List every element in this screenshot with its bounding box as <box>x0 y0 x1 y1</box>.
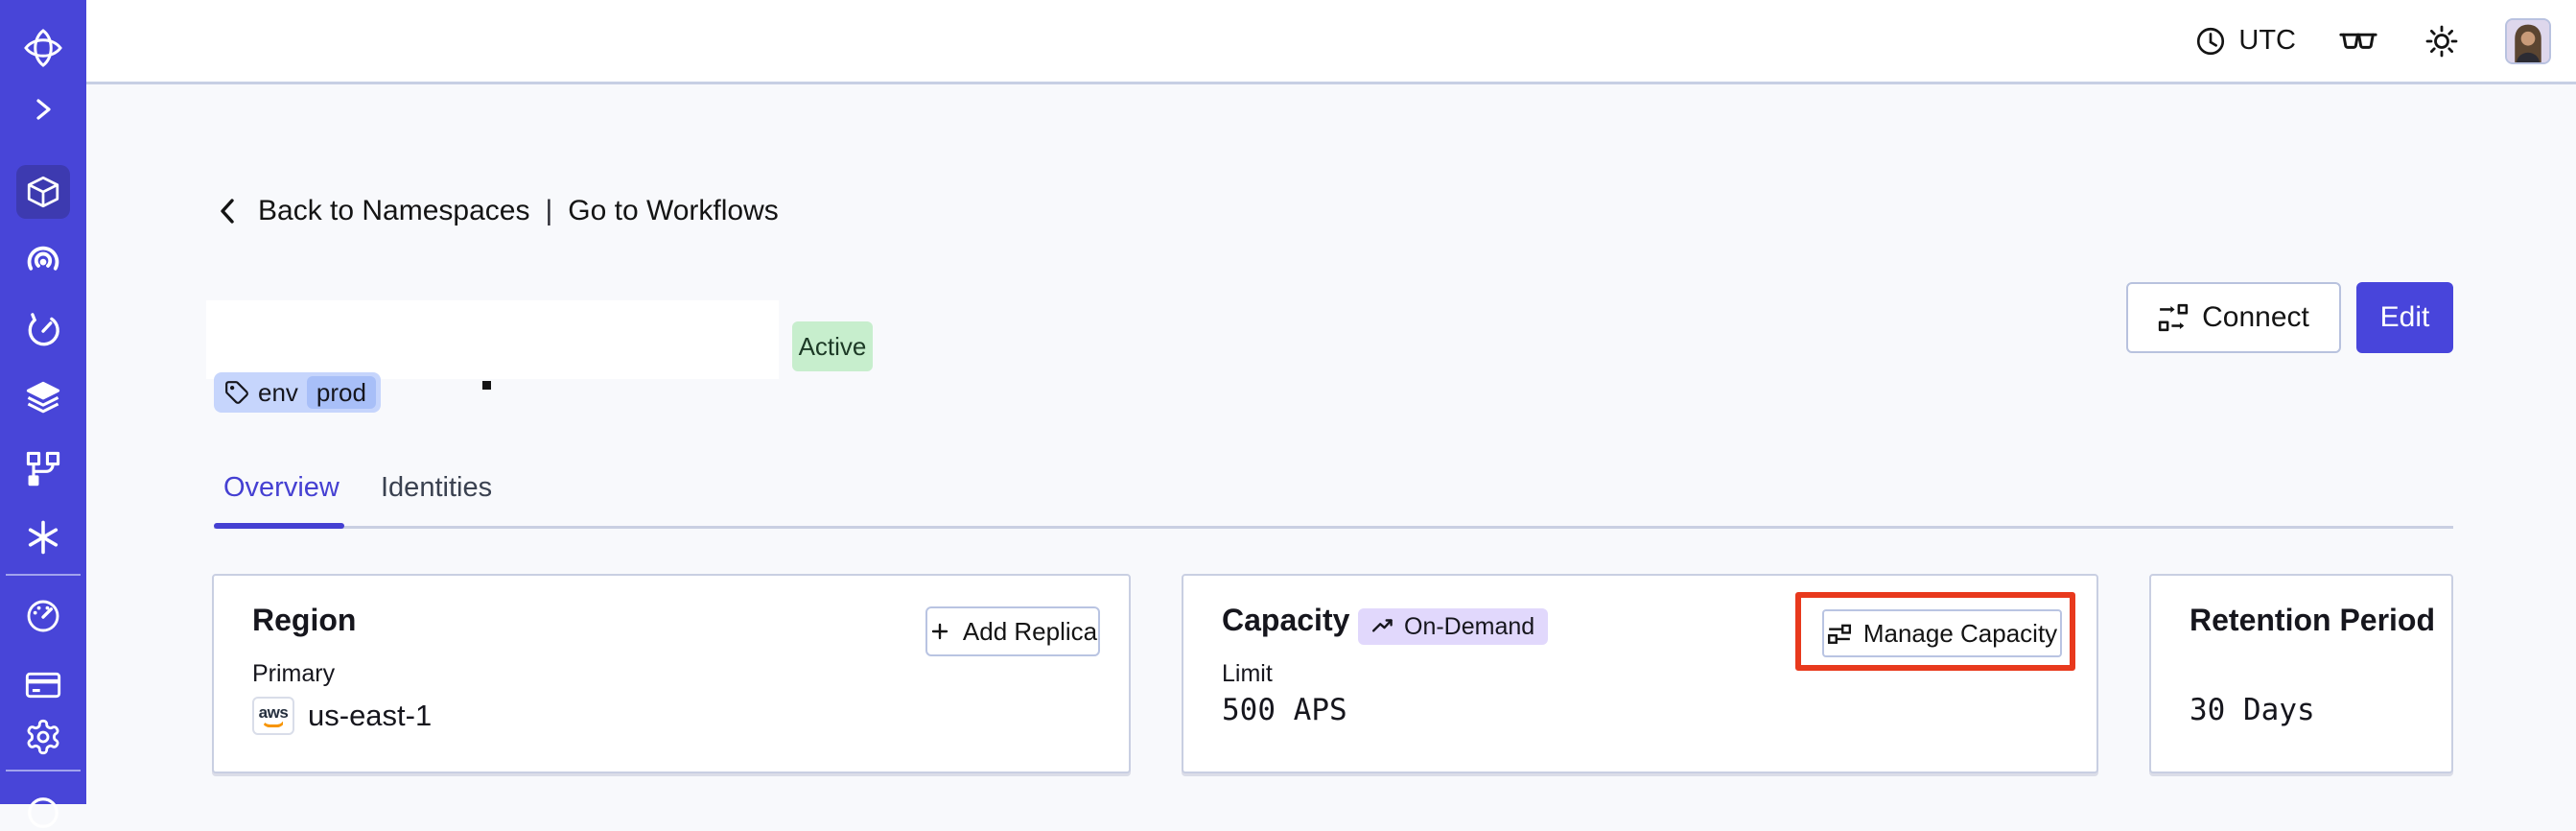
branch-icon <box>26 451 60 487</box>
tab-identities[interactable]: Identities <box>381 472 493 503</box>
sidebar-divider <box>6 770 81 772</box>
connect-button-label: Connect <box>2202 301 2309 333</box>
tab-overview[interactable]: Overview <box>223 472 340 503</box>
add-replica-button[interactable]: Add Replica <box>925 606 1100 656</box>
retention-card: Retention Period 30 Days <box>2149 574 2453 773</box>
region-card: Region Add Replica Primary aws us-east-1 <box>212 574 1131 773</box>
aws-logo-text: aws <box>258 702 289 722</box>
asterisk-icon <box>28 520 59 555</box>
aws-smile-arc <box>262 720 285 727</box>
expand-chevron-icon[interactable] <box>0 92 86 127</box>
manage-capacity-label: Manage Capacity <box>1862 618 2058 648</box>
retention-value: 30 Days <box>2190 693 2315 727</box>
layers-icon <box>26 381 60 414</box>
breadcrumb-separator: | <box>545 195 553 226</box>
sun-icon[interactable] <box>2424 24 2459 59</box>
sidebar-item-usage[interactable] <box>0 597 86 635</box>
add-replica-label: Add Replica <box>962 616 1098 646</box>
retention-card-title: Retention Period <box>2190 603 2436 637</box>
edit-button-label: Edit <box>2379 301 2430 333</box>
connect-button[interactable]: Connect <box>2126 282 2341 353</box>
back-chevron-icon[interactable] <box>214 195 243 227</box>
temporal-logo-icon[interactable] <box>0 25 86 71</box>
sidebar-item-batch[interactable] <box>0 518 86 557</box>
on-demand-badge: On-Demand <box>1358 608 1549 645</box>
sidebar-item-billing[interactable] <box>0 666 86 704</box>
sidebar <box>0 0 86 828</box>
breadcrumb-workflows-link[interactable]: Go to Workflows <box>568 195 779 226</box>
manage-capacity-button[interactable]: Manage Capacity <box>1822 609 2062 657</box>
tag-value: prod <box>306 376 376 409</box>
gauge-icon <box>27 600 59 632</box>
plus-icon <box>928 620 951 643</box>
active-tab-indicator <box>214 523 344 529</box>
tag-icon <box>224 380 249 405</box>
on-demand-label: On-Demand <box>1404 612 1535 640</box>
namespace-tag-chip[interactable]: env prod <box>214 372 381 413</box>
region-card-title: Region <box>252 603 357 637</box>
sidebar-item-workflows[interactable] <box>0 449 86 487</box>
gear-icon <box>27 719 59 755</box>
topbar: UTC <box>86 0 2576 84</box>
breadcrumb-back-link[interactable]: Back to Namespaces <box>258 195 530 226</box>
sidebar-item-settings[interactable] <box>0 718 86 756</box>
redaction-artifact-dot <box>482 381 491 390</box>
sliders-icon <box>1827 621 1852 646</box>
glasses-icon[interactable] <box>2338 25 2378 58</box>
sidebar-item-namespaces[interactable] <box>16 165 70 219</box>
capacity-card-title: Capacity <box>1222 603 1350 637</box>
tabs-divider-line <box>214 526 2453 529</box>
cube-icon <box>27 176 59 208</box>
avatar[interactable] <box>2505 17 2551 64</box>
help-circle-icon[interactable] <box>0 795 86 831</box>
sidebar-item-nexus[interactable] <box>0 242 86 280</box>
status-badge: Active <box>792 321 873 371</box>
timezone-selector[interactable]: UTC <box>2194 25 2296 58</box>
edit-button[interactable]: Edit <box>2356 282 2453 353</box>
namespace-title-redacted <box>206 300 779 379</box>
region-value: us-east-1 <box>308 699 433 732</box>
timer-icon <box>28 313 59 346</box>
region-primary-label: Primary <box>252 660 336 687</box>
tag-key: env <box>258 377 298 407</box>
capacity-card: Capacity On-Demand Manage Capacity Limit… <box>1182 574 2098 773</box>
aws-logo-badge: aws <box>252 697 294 735</box>
connect-icon <box>2158 302 2189 333</box>
spiral-icon <box>27 246 59 271</box>
timezone-label: UTC <box>2238 25 2296 56</box>
credit-card-icon <box>25 672 61 699</box>
sidebar-item-deployments[interactable] <box>0 380 86 418</box>
capacity-limit-label: Limit <box>1222 660 1273 687</box>
capacity-value: 500 APS <box>1222 693 1347 727</box>
sidebar-divider <box>6 574 81 576</box>
sidebar-item-schedules[interactable] <box>0 311 86 349</box>
clock-icon <box>2194 25 2227 58</box>
trend-up-icon <box>1371 614 1396 639</box>
breadcrumb: Back to Namespaces | Go to Workflows <box>214 195 779 227</box>
